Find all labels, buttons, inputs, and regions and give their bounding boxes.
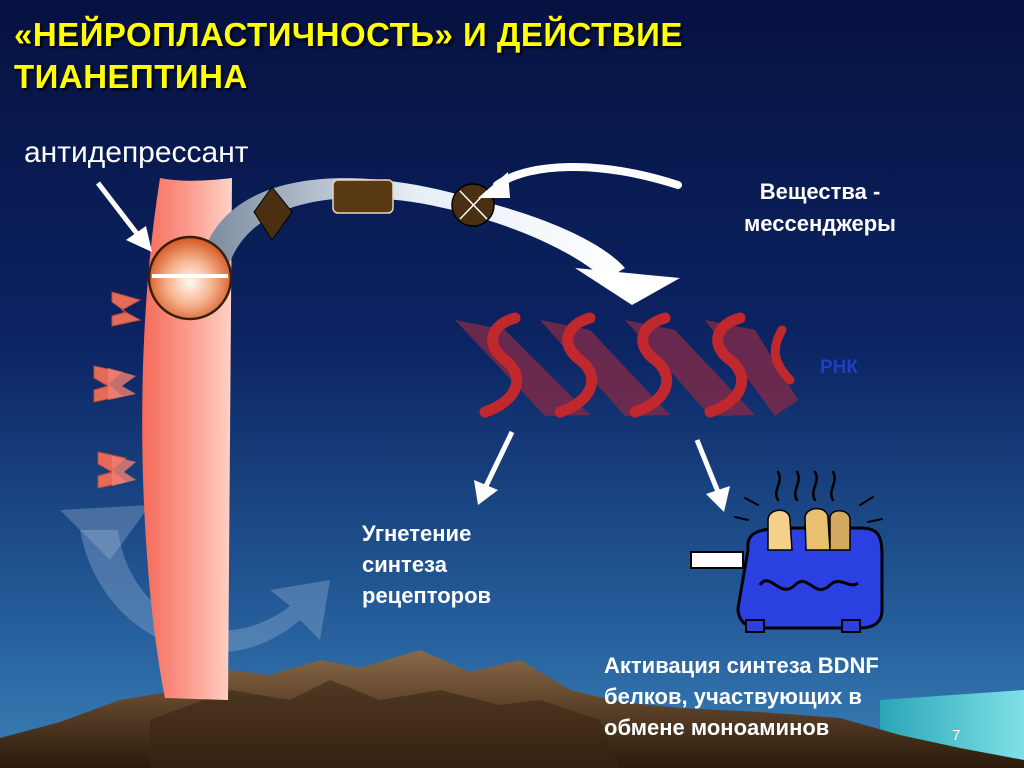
inhibition-line-2: синтеза bbox=[362, 552, 447, 577]
label-rna: РНК bbox=[820, 357, 858, 378]
activation-line-2: белков, участвующих в bbox=[604, 684, 862, 709]
inhibition-arrow bbox=[483, 430, 515, 488]
activation-arrow bbox=[694, 439, 721, 493]
activation-line-3: обмене моноаминов bbox=[604, 715, 830, 740]
mountain-ridge bbox=[150, 680, 620, 768]
title-line-1: «НЕЙРОПЛАСТИЧНОСТЬ» И ДЕЙСТВИЕ bbox=[14, 16, 683, 53]
receptor-lower bbox=[97, 451, 136, 489]
activation-line-1: Активация синтеза BDNF bbox=[604, 653, 879, 678]
inhibition-line-3: рецепторов bbox=[362, 583, 492, 608]
antidepressant-arrow bbox=[96, 181, 140, 237]
rect-messenger-icon bbox=[332, 179, 394, 214]
messengers-line-1: Вещества - bbox=[759, 179, 881, 204]
label-inhibition: Угнетение синтеза рецепторов bbox=[362, 518, 491, 611]
label-messengers: Вещества - мессенджеры bbox=[700, 176, 940, 240]
messengers-arrow bbox=[493, 163, 682, 189]
inhibition-line-1: Угнетение bbox=[362, 521, 472, 546]
toaster-icon bbox=[690, 470, 884, 633]
receptor-upper bbox=[111, 291, 142, 327]
label-antidepressant: антидепрессант bbox=[24, 136, 249, 169]
signal-arc bbox=[205, 178, 625, 280]
page-number: 7 bbox=[952, 727, 961, 744]
recycle-arc bbox=[80, 530, 330, 653]
title-line-2: ТИАНЕПТИНА bbox=[14, 58, 248, 95]
receptor-middle bbox=[93, 365, 136, 403]
label-activation: Активация синтеза BDNF белков, участвующ… bbox=[604, 650, 879, 743]
rna-helix bbox=[455, 312, 798, 418]
slide-title: «НЕЙРОПЛАСТИЧНОСТЬ» И ДЕЙСТВИЕ ТИАНЕПТИН… bbox=[14, 14, 914, 98]
signal-arc-head bbox=[575, 268, 680, 305]
recycle-arc-head bbox=[60, 505, 150, 560]
diamond-messenger-icon bbox=[253, 186, 293, 241]
messengers-line-2: мессенджеры bbox=[744, 211, 896, 236]
